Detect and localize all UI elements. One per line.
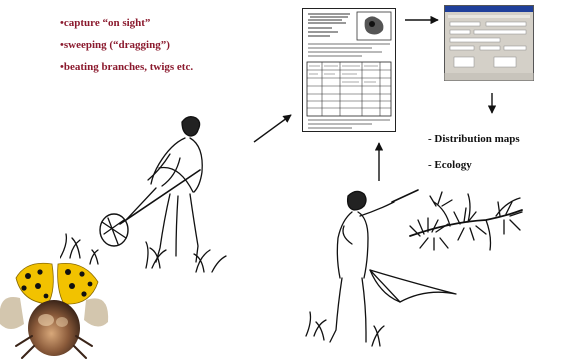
output-distribution-maps: - Distribution maps	[428, 126, 520, 152]
arrow-sweeper-to-sheet	[254, 115, 291, 142]
beating-collector-illustration	[300, 186, 542, 354]
output-ecology: - Ecology	[428, 152, 520, 178]
outputs-list: - Distribution maps - Ecology	[428, 126, 520, 178]
sweeping-collector-illustration	[60, 108, 230, 280]
ladybird-photo	[0, 258, 110, 359]
